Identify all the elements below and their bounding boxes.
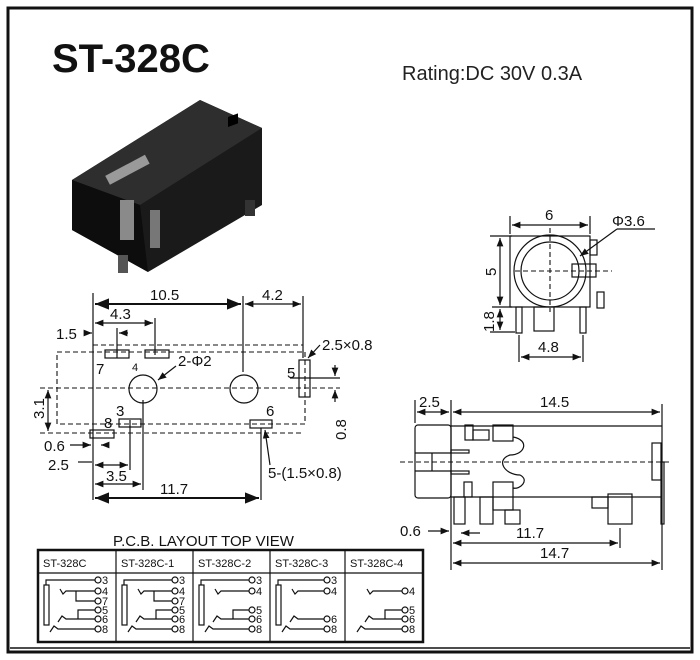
pin-pad	[171, 615, 179, 623]
pin-number: 8	[331, 624, 337, 636]
pin-pad	[248, 625, 256, 633]
dim-3-1: 3.1	[31, 398, 48, 419]
pin-pad	[248, 576, 256, 584]
pin-pad	[94, 625, 102, 633]
pin-pad	[323, 576, 331, 584]
dim-0-6: 0.6	[400, 523, 421, 540]
model-name: ST-328C-1	[121, 558, 174, 570]
pin-pad	[401, 625, 409, 633]
dim-0-6: 0.6	[44, 438, 65, 455]
pin-pad	[94, 597, 102, 605]
pin-number: 4	[102, 586, 108, 598]
pin-number: 3	[102, 575, 108, 587]
dim-1-5: 1.5	[56, 326, 77, 343]
pin-number: 5	[409, 605, 415, 617]
dim-0-8: 0.8	[333, 419, 350, 440]
pin-pad	[323, 625, 331, 633]
pin-pad	[94, 606, 102, 614]
model-name: ST-328C-4	[350, 558, 403, 570]
model-name: ST-328C-2	[198, 558, 251, 570]
dim-11-7: 11.7	[160, 481, 188, 498]
dim-4-3: 4.3	[110, 306, 131, 323]
pin-number: 4	[256, 586, 262, 598]
dim-height: 5	[483, 268, 500, 276]
pin-pad	[401, 587, 409, 595]
pin-pad	[248, 587, 256, 595]
front-view-drawing: 6 Φ3.6 5 1.8 4.8	[481, 207, 655, 362]
pin-number: 8	[409, 624, 415, 636]
pin-label-5: 5	[287, 365, 295, 382]
pin-number: 8	[102, 624, 108, 636]
page-frame	[6, 6, 694, 654]
pin-pad	[171, 587, 179, 595]
side-view-drawing: 2.5 14.5 0.6 11.7 14.7	[400, 394, 672, 570]
pin-pad	[94, 576, 102, 584]
product-photo	[72, 100, 262, 273]
label-pads-small: 5-(1.5×0.8)	[268, 465, 342, 482]
pin-number: 6	[409, 614, 415, 626]
model-name: ST-328C-3	[275, 558, 328, 570]
dim-14-7: 14.7	[540, 545, 569, 562]
pin-number: 5	[102, 605, 108, 617]
pin-number: 5	[179, 605, 185, 617]
pin-label-7: 7	[96, 361, 104, 378]
pin-number: 7	[179, 596, 185, 608]
pin-pad	[94, 615, 102, 623]
pin-label-8: 8	[104, 415, 112, 432]
pin-number: 3	[256, 575, 262, 587]
dim-width: 6	[545, 207, 553, 224]
pin-pad	[401, 615, 409, 623]
pin-pad	[171, 606, 179, 614]
pin-number: 6	[331, 614, 337, 626]
pin-number: 6	[179, 614, 185, 626]
pin-number: 3	[331, 575, 337, 587]
dim-3-5: 3.5	[106, 468, 127, 485]
pin-number: 4	[331, 586, 337, 598]
dim-pin-span: 4.8	[538, 339, 559, 356]
pcb-table-title: P.C.B. LAYOUT TOP VIEW	[113, 533, 295, 550]
pin-number: 8	[256, 624, 262, 636]
label-holes: 2-Φ2	[178, 353, 212, 370]
pin-pad	[171, 576, 179, 584]
pin-pad	[94, 587, 102, 595]
pin-number: 8	[179, 624, 185, 636]
pin-pad	[323, 587, 331, 595]
pcb-column: ST-328C-2 34 568	[192, 550, 262, 642]
pin-pad	[248, 606, 256, 614]
pin-label-4: 4	[132, 362, 138, 374]
pin-number: 6	[256, 614, 262, 626]
pin-pad	[248, 615, 256, 623]
dim-10-5: 10.5	[150, 287, 179, 304]
pcb-table: ST-328C347568ST-328C-1347568ST-328C-2345…	[36, 548, 425, 644]
label-pad-large: 2.5×0.8	[322, 337, 372, 354]
dim-14-5: 14.5	[540, 394, 569, 411]
dim-4-2: 4.2	[262, 287, 283, 304]
pin-number: 4	[409, 586, 415, 598]
dim-2-5: 2.5	[419, 394, 440, 411]
product-title: ST-328C	[52, 37, 210, 81]
pin-pad	[171, 625, 179, 633]
dim-pin: 1.8	[481, 311, 498, 332]
pin-pad	[171, 597, 179, 605]
pcb-column: ST-328C-334 68	[269, 550, 337, 642]
dim-11-7: 11.7	[516, 525, 544, 542]
pcb-layout-drawing: 10.5 4.2 4.3 1.5 2-Φ2 2.5×0.8 3.1 0.8 0.…	[31, 287, 372, 504]
pin-label-3: 3	[116, 403, 124, 420]
pin-number: 6	[102, 614, 108, 626]
pin-label-6: 6	[266, 403, 274, 420]
pin-number: 4	[179, 586, 185, 598]
pin-number: 7	[102, 596, 108, 608]
pin-pad	[323, 615, 331, 623]
rating-text: Rating:DC 30V 0.3A	[402, 63, 583, 85]
pin-number: 5	[256, 605, 262, 617]
dim-2-5: 2.5	[48, 457, 69, 474]
dim-diameter: Φ3.6	[612, 213, 645, 230]
model-name: ST-328C	[43, 558, 86, 570]
pcb-column: ST-328C-4 4 568	[344, 550, 415, 642]
pin-number: 3	[179, 575, 185, 587]
pin-pad	[401, 606, 409, 614]
